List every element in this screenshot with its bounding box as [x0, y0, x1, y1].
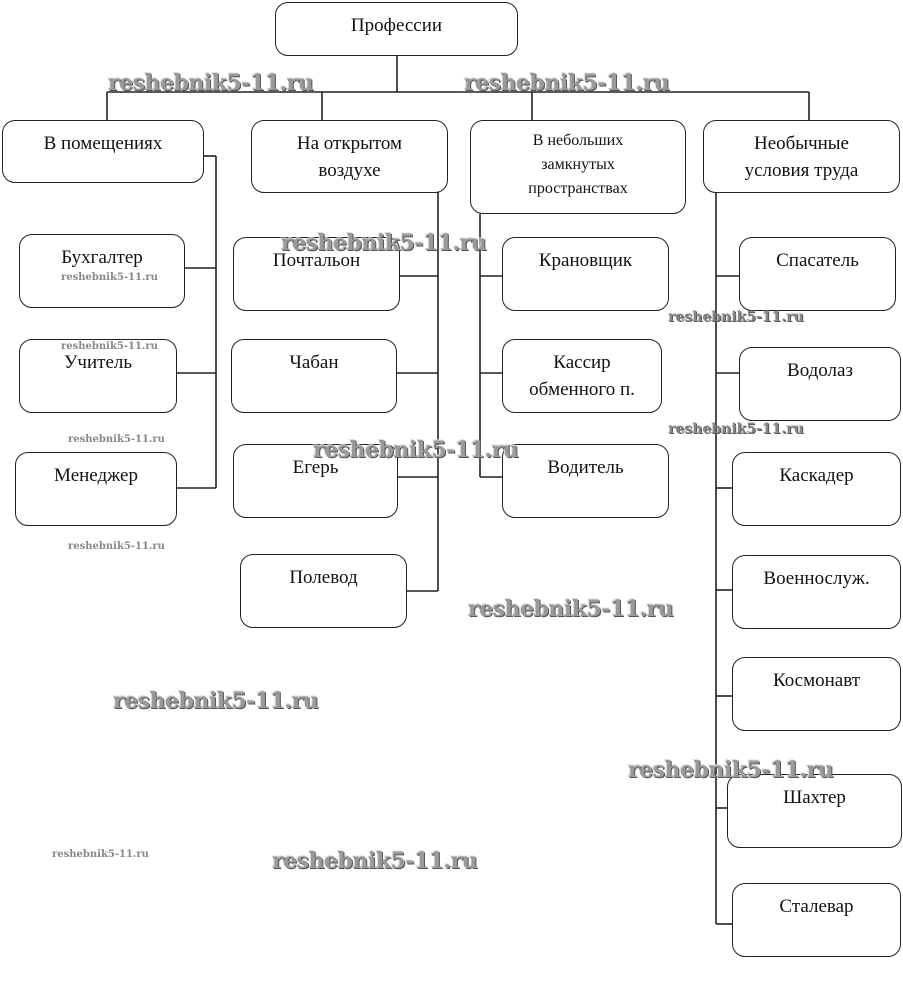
item-node-label-line: Военнослуж. — [763, 568, 870, 589]
item-node: Менеджер — [15, 452, 177, 526]
root-label: Профессии — [350, 15, 443, 36]
item-node-label-line: Кассир — [553, 352, 611, 373]
item-node: Крановщик — [502, 237, 669, 311]
watermark-text: reshebnik5-11.ru — [52, 849, 149, 860]
item-node: Полевод — [240, 554, 407, 628]
watermark-text: reshebnik5-11.ru — [61, 341, 158, 352]
category-node-2-label-line: На открытом — [296, 133, 403, 154]
item-node: Кассир обменного п. — [502, 339, 662, 413]
item-node: Сталевар — [732, 883, 901, 957]
watermark-text: reshebnik5-11.ru — [68, 541, 165, 552]
item-node-label-line: Учитель — [63, 352, 133, 373]
category-node-4-label-line: Необычные — [753, 133, 849, 154]
watermark-text: reshebnik5-11.ru — [313, 437, 519, 463]
item-node: Почтальон — [233, 237, 400, 311]
item-node: Военнослуж. — [732, 555, 901, 629]
category-node-3-label-line: пространствах — [528, 180, 628, 197]
category-node-2: На открытом воздухе — [251, 120, 448, 193]
item-node-label-line: обменного п. — [529, 379, 635, 400]
item-node-label-line: Шахтер — [783, 787, 846, 808]
category-node-1-label-line: В помещениях — [43, 133, 163, 154]
category-node-4: Необычные условия труда — [703, 120, 900, 193]
category-node-1: В помещениях — [2, 120, 204, 183]
item-node-label-line: Крановщик — [538, 250, 633, 271]
item-node-label-line: Полевод — [289, 567, 358, 588]
item-node: Космонавт — [732, 657, 901, 731]
watermark-text: reshebnik5-11.ru — [464, 70, 670, 96]
watermark-text: reshebnik5-11.ru — [113, 688, 319, 714]
item-node: Чабан — [231, 339, 397, 413]
item-node-label-line: Космонавт — [772, 670, 861, 691]
item-node: Каскадер — [732, 452, 901, 526]
watermark-text: reshebnik5-11.ru — [61, 272, 158, 283]
category-node-3: В небольших замкнутых пространствах — [470, 120, 686, 214]
item-node: Шахтер — [727, 774, 902, 848]
watermark-text: reshebnik5-11.ru — [668, 309, 804, 325]
category-node-3-label-line: В небольших — [532, 132, 624, 149]
item-node: Учитель — [19, 339, 177, 413]
item-node-label-line: Почтальон — [272, 250, 361, 271]
item-node: Водитель — [502, 444, 669, 518]
watermark-text: reshebnik5-11.ru — [668, 421, 804, 437]
item-node: Егерь — [233, 444, 398, 518]
item-node-label-line: Сталевар — [779, 896, 854, 917]
item-node-label-line: Спасатель — [776, 250, 859, 271]
item-node: Бухгалтер — [19, 234, 185, 308]
watermark-text: reshebnik5-11.ru — [468, 596, 674, 622]
item-node-label-line: Чабан — [289, 352, 339, 373]
watermark-text: reshebnik5-11.ru — [628, 757, 834, 783]
item-node-label-line: Егерь — [292, 457, 339, 478]
item-node: Водолаз — [739, 347, 901, 421]
item-node-label-line: Водитель — [547, 457, 624, 478]
category-node-3-label-line: замкнутых — [541, 156, 615, 173]
category-node-2-label-line: воздухе — [318, 160, 381, 181]
item-node-label-line: Водолаз — [787, 360, 853, 381]
watermark-text: reshebnik5-11.ru — [281, 230, 487, 256]
watermark-text: reshebnik5-11.ru — [108, 70, 314, 96]
watermark-text: reshebnik5-11.ru — [68, 434, 165, 445]
item-node-label-line: Бухгалтер — [61, 247, 143, 268]
category-node-4-label-line: условия труда — [744, 160, 859, 181]
item-node-label-line: Менеджер — [54, 465, 138, 486]
item-node: Спасатель — [739, 237, 896, 311]
item-node-label-line: Каскадер — [779, 465, 854, 486]
root-node: Профессии — [275, 2, 518, 56]
watermark-text: reshebnik5-11.ru — [272, 848, 478, 874]
